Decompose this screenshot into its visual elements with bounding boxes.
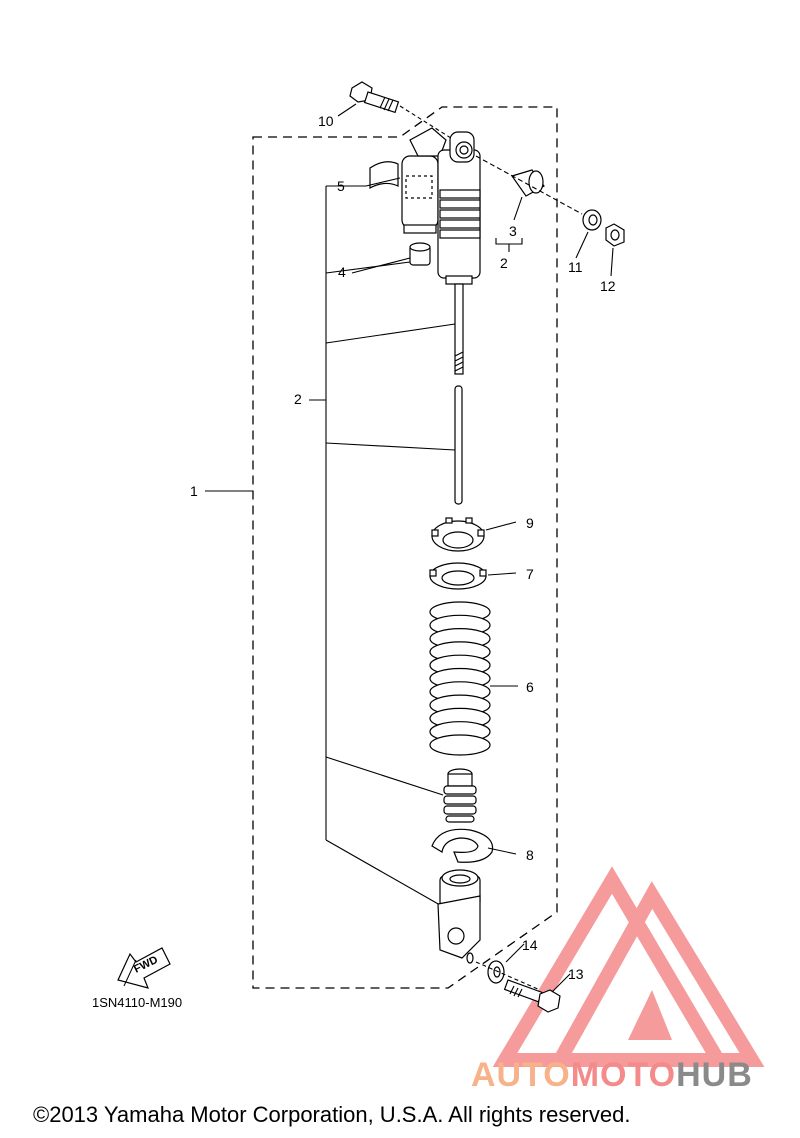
fwd-arrow-icon bbox=[117, 947, 171, 989]
callout-1: 1 bbox=[190, 483, 198, 499]
collar-3 bbox=[475, 155, 583, 252]
watermark-part2: MOTO bbox=[570, 1056, 677, 1094]
callout-2-bracket bbox=[309, 185, 456, 906]
valve-cap-4 bbox=[351, 242, 431, 274]
callout-10: 10 bbox=[318, 113, 334, 129]
callout-2: 2 bbox=[294, 391, 302, 407]
callout-3: 3 bbox=[509, 223, 517, 239]
spring-coil bbox=[429, 734, 491, 756]
spring-guide-8 bbox=[431, 828, 517, 863]
callout-8: 8 bbox=[526, 847, 534, 863]
callout-6: 6 bbox=[526, 679, 534, 695]
callout-13: 13 bbox=[568, 966, 584, 982]
callout-7: 7 bbox=[526, 566, 534, 582]
callout-5: 5 bbox=[337, 178, 345, 194]
bump-stop bbox=[443, 768, 477, 823]
watermark-text: AUTOMOTOHUB bbox=[471, 1056, 753, 1095]
callout-12: 12 bbox=[600, 278, 616, 294]
spring-6 bbox=[429, 601, 491, 756]
watermark-part3: HUB bbox=[676, 1056, 753, 1094]
copyright-text: ©2013 Yamaha Motor Corporation, U.S.A. A… bbox=[33, 1102, 631, 1127]
watermark-logo-icon bbox=[492, 866, 765, 1067]
washer-14 bbox=[475, 943, 541, 991]
callout-4: 4 bbox=[338, 264, 346, 280]
diagram-code: 1SN4110-M190 bbox=[92, 995, 183, 1010]
shock-body bbox=[437, 131, 481, 375]
callout-11: 11 bbox=[568, 259, 583, 275]
bolt-10 bbox=[337, 81, 471, 151]
bolt-13 bbox=[503, 973, 571, 1013]
nut-12 bbox=[605, 223, 625, 277]
callout-9: 9 bbox=[526, 515, 534, 531]
lower-mount bbox=[437, 869, 481, 964]
assembly-outline bbox=[252, 106, 558, 989]
locknut-9 bbox=[431, 517, 517, 552]
damper-rod bbox=[454, 385, 463, 505]
washer-11 bbox=[575, 209, 602, 259]
callout-14: 14 bbox=[522, 937, 538, 953]
watermark-part1: AUTO bbox=[471, 1056, 571, 1094]
locknut-7 bbox=[429, 562, 517, 590]
callout-2-small: 2 bbox=[500, 255, 508, 271]
reservoir bbox=[365, 127, 447, 234]
